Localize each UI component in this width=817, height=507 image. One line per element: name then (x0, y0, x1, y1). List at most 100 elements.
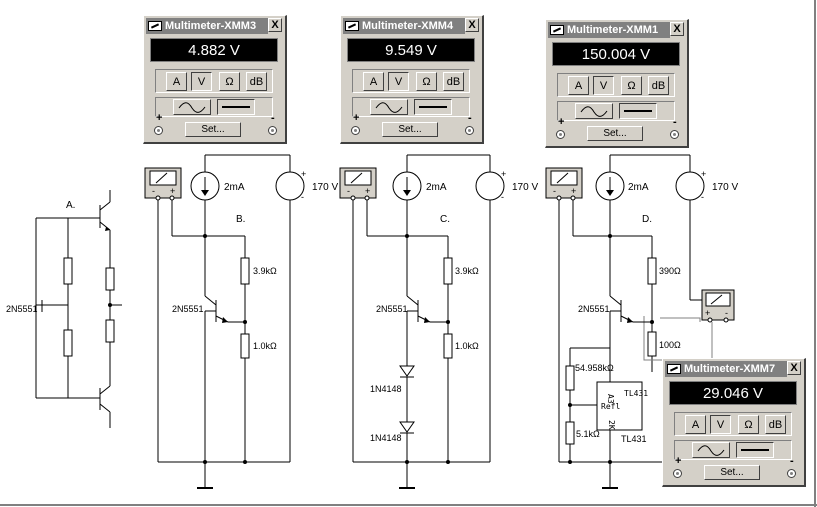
negative-terminal[interactable] (787, 469, 796, 478)
multimeter-title-bar[interactable]: Multimeter-XMM3 (146, 18, 268, 34)
circuit-c-voltage-label: 170 V (512, 182, 538, 193)
signal-selector (352, 97, 470, 117)
ac-button[interactable] (370, 99, 408, 115)
signal-selector (155, 97, 273, 117)
volts-button[interactable]: V (388, 72, 409, 91)
circuit-c-current-label: 2mA (426, 182, 447, 193)
amps-button[interactable]: A (166, 72, 187, 91)
circuit-d-rdivtop-label: 54.958kΩ (575, 363, 614, 373)
arrow-icon (105, 227, 110, 231)
ac-button[interactable] (575, 103, 613, 119)
svg-text:-: - (725, 308, 728, 318)
positive-terminal[interactable] (351, 126, 360, 135)
multimeter-xmm3[interactable]: Multimeter-XMM3 X 4.882 V A V Ω dB + - S… (143, 15, 287, 144)
circuit-c-diode2-label: 1N4148 (370, 433, 402, 443)
circuit-c-rbottom-label: 1.0kΩ (455, 341, 479, 351)
multimeter-xmm7[interactable]: Multimeter-XMM7 X 29.046 V A V Ω dB + - … (662, 358, 806, 487)
db-button[interactable]: dB (765, 415, 786, 434)
circuit-a-label: A. (66, 200, 75, 211)
volts-button[interactable]: V (593, 76, 614, 95)
close-button[interactable]: X (465, 18, 479, 32)
multimeter-icon (148, 21, 162, 31)
db-button[interactable]: dB (246, 72, 267, 91)
resistor-icon (647, 331, 657, 357)
circuit-d-rmid-label: 100Ω (659, 340, 681, 350)
resistor-icon (105, 319, 115, 343)
mode-selector: A V Ω dB (352, 69, 470, 93)
set-button[interactable]: Set... (587, 126, 643, 141)
ohms-button[interactable]: Ω (621, 76, 642, 95)
resistor-icon (240, 257, 250, 285)
circuit-d-voltage-label: 170 V (712, 182, 738, 193)
circuit-b-voltage-label: 170 V (312, 182, 338, 193)
close-button[interactable]: X (787, 361, 801, 375)
circuit-d-transistor-label: 2N5551 (578, 304, 610, 314)
ohms-button[interactable]: Ω (738, 415, 759, 434)
circuit-d-rtop-label: 390Ω (659, 266, 681, 276)
negative-terminal[interactable] (670, 130, 679, 139)
resistor-icon (565, 421, 575, 445)
circuit-b-rtop-label: 3.9kΩ (253, 266, 277, 276)
circuit-c: - + 2mA + - 170 V C. 3.9kΩ 1.0kΩ (339, 154, 538, 489)
signal-selector (674, 440, 792, 460)
circuit-d-ic-part-label: TL431 (621, 434, 647, 444)
amps-button[interactable]: A (568, 76, 589, 95)
negative-terminal[interactable] (465, 126, 474, 135)
dc-button[interactable] (217, 99, 255, 115)
diode-icon (399, 421, 415, 433)
svg-text:-: - (301, 192, 304, 202)
multimeter-title-bar[interactable]: Multimeter-XMM1 (548, 22, 670, 38)
tl431-chip-icon (596, 381, 643, 431)
dc-button[interactable] (414, 99, 452, 115)
ac-button[interactable] (173, 99, 211, 115)
dc-line-icon (624, 110, 652, 112)
multimeter-xmm1[interactable]: Multimeter-XMM1 X 150.004 V A V Ω dB + -… (545, 19, 689, 148)
negative-terminal[interactable] (268, 126, 277, 135)
svg-text:-: - (152, 186, 155, 196)
close-button[interactable]: X (268, 18, 282, 32)
mode-selector: A V Ω dB (155, 69, 273, 93)
set-button[interactable]: Set... (382, 122, 438, 137)
positive-terminal[interactable] (673, 469, 682, 478)
multimeter-icon (550, 25, 564, 35)
resistor-icon (443, 333, 453, 359)
sine-wave-icon (178, 102, 206, 113)
positive-terminal[interactable] (154, 126, 163, 135)
close-button[interactable]: X (670, 22, 684, 36)
plus-label: + (675, 455, 682, 467)
dc-button[interactable] (619, 103, 657, 119)
circuit-b: - + 2mA + - 170 V B. 3.9kΩ 1.0kΩ (144, 154, 338, 489)
ohms-button[interactable]: Ω (219, 72, 240, 91)
db-button[interactable]: dB (443, 72, 464, 91)
minus-label: - (790, 455, 794, 467)
multimeter-icon (667, 364, 681, 374)
volts-button[interactable]: V (191, 72, 212, 91)
resistor-icon (443, 257, 453, 285)
multimeter-title: Multimeter-XMM7 (684, 363, 776, 375)
reading-display: 29.046 V (669, 381, 797, 405)
mode-selector: A V Ω dB (557, 73, 675, 97)
multimeter-xmm4[interactable]: Multimeter-XMM4 X 9.549 V A V Ω dB + - S… (340, 15, 484, 144)
svg-text:+: + (170, 186, 175, 196)
positive-terminal[interactable] (556, 130, 565, 139)
multimeter-title-bar[interactable]: Multimeter-XMM7 (665, 361, 787, 377)
dc-button[interactable] (736, 442, 774, 458)
svg-text:-: - (501, 192, 504, 202)
set-button[interactable]: Set... (185, 122, 241, 137)
multimeter-title: Multimeter-XMM3 (165, 20, 257, 32)
amps-button[interactable]: A (685, 415, 706, 434)
multimeter-title-bar[interactable]: Multimeter-XMM4 (343, 18, 465, 34)
svg-text:+: + (301, 169, 306, 179)
multimeter-icon (345, 21, 359, 31)
signal-selector (557, 101, 675, 121)
resistor-icon (105, 267, 115, 291)
volts-button[interactable]: V (710, 415, 731, 434)
ohms-button[interactable]: Ω (416, 72, 437, 91)
db-button[interactable]: dB (648, 76, 669, 95)
set-button[interactable]: Set... (704, 465, 760, 480)
resistor-icon (647, 257, 657, 285)
circuit-c-label: C. (440, 214, 450, 225)
ac-button[interactable] (692, 442, 730, 458)
circuit-b-current-label: 2mA (224, 182, 245, 193)
amps-button[interactable]: A (363, 72, 384, 91)
